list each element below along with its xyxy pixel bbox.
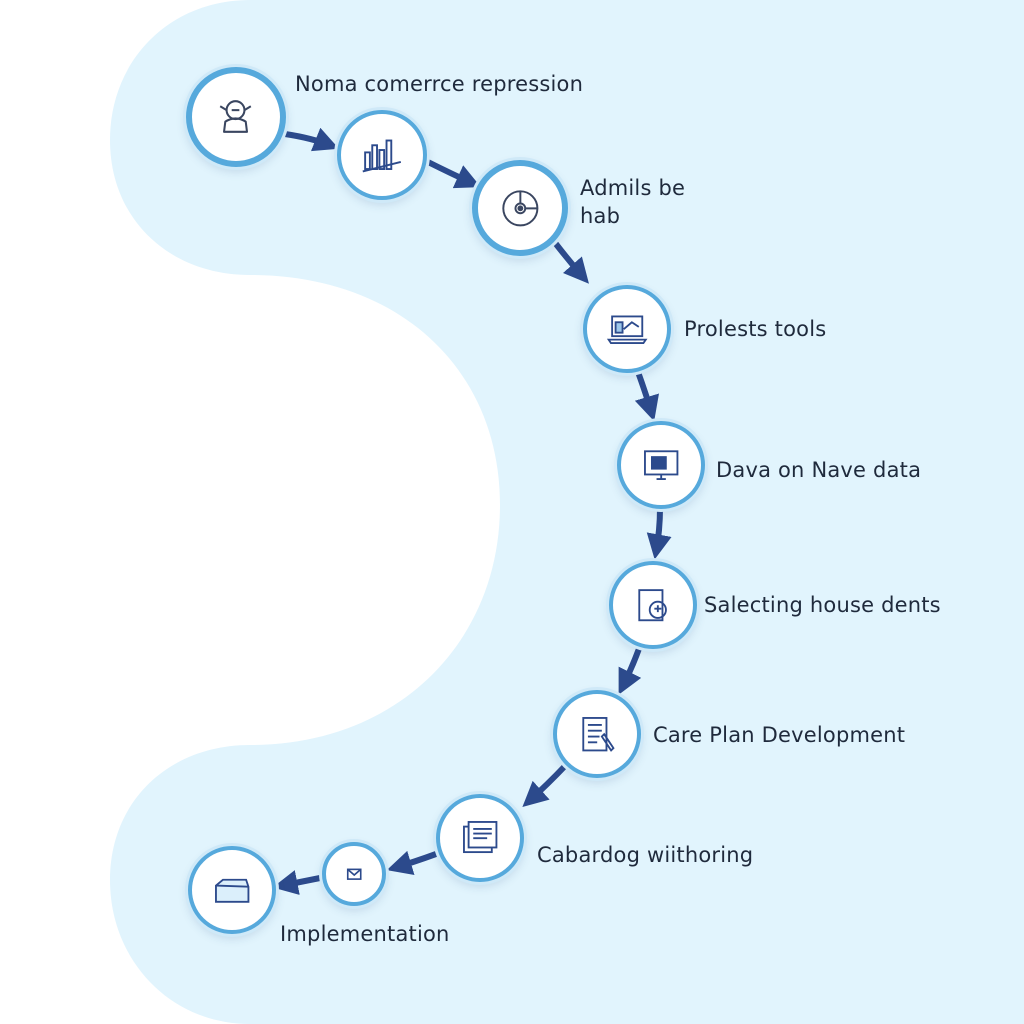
box-icon: [214, 878, 250, 903]
envelope-icon: [346, 868, 362, 880]
step-5-label: Salecting house dents: [704, 593, 941, 617]
monitor-icon: [643, 450, 679, 480]
step-7-node[interactable]: [553, 690, 641, 778]
step-2-label-line-1: Admils be: [580, 176, 686, 200]
arrow-6-7: [618, 643, 643, 695]
step-6-label: Care Plan Development: [653, 723, 906, 747]
step-1-label: Noma comerrce repression: [295, 72, 584, 96]
step-10-label: Implementation: [280, 922, 450, 946]
arrow-4-5: [634, 369, 659, 422]
step-2-label-line-2: hab: [580, 204, 621, 228]
document-pen-icon: [582, 716, 615, 752]
arrow-2-3: [425, 159, 481, 189]
arrow-3-4: [553, 241, 589, 284]
step-8-node[interactable]: [436, 794, 524, 882]
arrow-9-10: [272, 870, 323, 895]
document-stack-icon: [462, 820, 498, 853]
arrow-7-8: [522, 763, 568, 808]
pie-chart-icon: [501, 189, 539, 227]
robot-icon: [220, 100, 252, 134]
step-5-node[interactable]: [617, 421, 705, 509]
step-6-node[interactable]: [609, 561, 697, 649]
arrow-1-2: [282, 127, 340, 152]
step-7-label: Cabardog wiithoring: [537, 843, 754, 867]
step-10-node[interactable]: [188, 846, 276, 934]
step-3-node[interactable]: [472, 160, 568, 256]
arrow-8-9: [386, 850, 439, 875]
bar-chart-icon: [362, 139, 402, 173]
step-3-label: Prolests tools: [684, 317, 827, 341]
step-2-label: Admils be hab: [580, 174, 685, 230]
arrow-5-6: [646, 505, 672, 560]
laptop-icon: [606, 315, 648, 344]
step-4-node[interactable]: [583, 285, 671, 373]
step-1-node[interactable]: [186, 67, 286, 167]
step-2-node[interactable]: [337, 110, 427, 200]
step-4-label: Dava on Nave data: [716, 458, 922, 482]
step-9-node[interactable]: [322, 842, 386, 906]
tablet-search-icon: [638, 588, 667, 621]
